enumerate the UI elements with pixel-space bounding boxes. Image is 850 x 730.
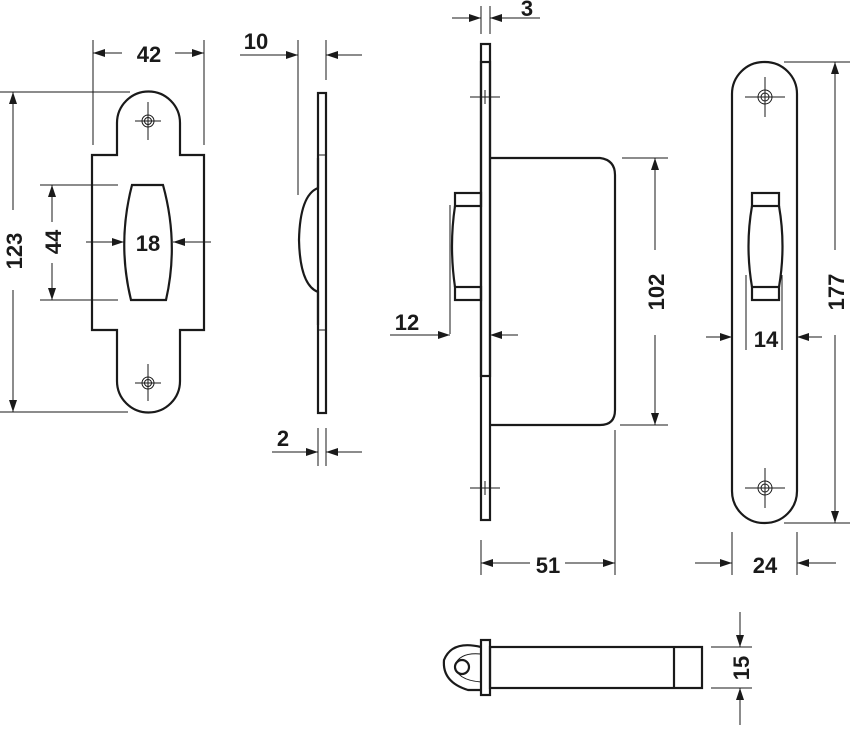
dim-label: 44 <box>41 229 66 254</box>
dim-label: 18 <box>136 231 160 256</box>
dim-label: 14 <box>754 327 779 352</box>
dim-label: 177 <box>824 274 849 311</box>
screw-hole-icon <box>135 102 161 140</box>
mortise-lock-side <box>450 42 617 522</box>
strike-plate-side <box>297 91 328 415</box>
dim-label: 24 <box>753 553 778 578</box>
dim-102: 102 <box>620 157 669 426</box>
dim-label: 15 <box>729 656 754 680</box>
dim-42: 42 <box>92 40 205 145</box>
dim-label: 12 <box>395 310 419 335</box>
dim-label: 42 <box>137 42 161 67</box>
dim-label: 3 <box>521 0 533 21</box>
dim-24: 24 <box>695 532 836 578</box>
dim-label: 102 <box>644 274 669 311</box>
strike-slot <box>123 183 173 302</box>
dim-10: 10 <box>240 29 362 195</box>
dim-2: 2 <box>272 426 362 466</box>
screw-hole-icon <box>745 468 785 508</box>
dim-label: 123 <box>2 233 27 270</box>
strike-plate-front <box>90 90 206 414</box>
dim-18: 18 <box>86 231 211 256</box>
dim-177: 177 <box>784 61 850 524</box>
dim-label: 10 <box>244 29 268 54</box>
bolt-top-view <box>442 638 704 697</box>
forend-front <box>730 60 799 525</box>
dim-label: 2 <box>277 426 289 451</box>
dim-14: 14 <box>706 275 822 352</box>
dim-123: 123 <box>0 91 130 413</box>
dim-label: 51 <box>536 553 560 578</box>
dim-12: 12 <box>390 205 518 339</box>
dim-15: 15 <box>711 612 754 725</box>
screw-hole-icon <box>135 364 161 401</box>
dim-51: 51 <box>480 430 616 578</box>
dim-3: 3 <box>452 0 540 34</box>
dim-44: 44 <box>40 184 118 301</box>
screw-hole-icon <box>745 77 785 117</box>
